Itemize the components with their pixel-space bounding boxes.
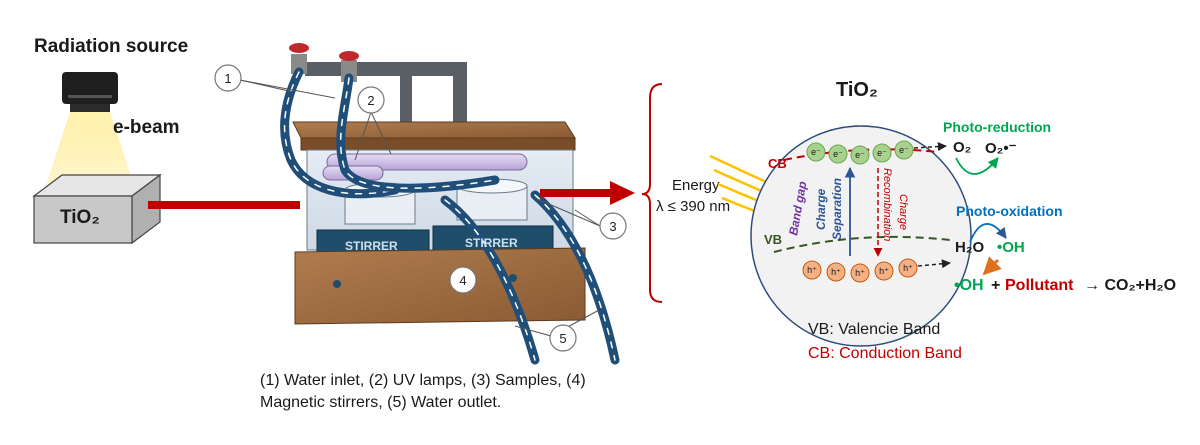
recombination-label-2: Recombination (881, 168, 893, 241)
electron-transfer-arrow (913, 142, 947, 151)
mechanism-title: TiO₂ (836, 79, 878, 101)
water-hoses (280, 67, 620, 365)
stirrer-label: STIRRER (465, 236, 518, 250)
equation-pollutant: Pollutant (1005, 277, 1074, 294)
stirrer-label: STIRRER (345, 239, 398, 253)
callout-circles (214, 64, 627, 352)
radiation-source-title: Radiation source (34, 36, 189, 57)
hole-transfer-arrow (917, 259, 951, 269)
electron-label: e⁻ (899, 145, 909, 155)
output-arrow (540, 181, 635, 205)
hole-label: h⁺ (855, 268, 865, 278)
photoreactor-drawing: 1 2 3 4 5 STIRRER STIRRER (214, 43, 635, 365)
valve-icon (289, 43, 359, 82)
electron-label: e⁻ (833, 149, 843, 159)
reactor-caption-line-2: Magnetic stirrers, (5) Water outlet. (260, 394, 502, 411)
wavelength-label: λ ≤ 390 nm (656, 198, 731, 215)
reactor-caption-line-1: (1) Water inlet, (2) UV lamps, (3) Sampl… (260, 372, 586, 389)
legend-cb: CB: Conduction Band (808, 345, 962, 362)
reactor-lid (292, 121, 576, 151)
o2-label: O₂ (953, 139, 972, 156)
energy-label: Energy (672, 177, 720, 194)
mechanism-diagram: e⁻ e⁻ e⁻ e⁻ e⁻ h⁺ h⁺ h⁺ h⁺ h⁺ CB VB Band… (709, 125, 1007, 347)
electron-label: e⁻ (877, 148, 887, 158)
reduction-curve-arrow (955, 157, 999, 175)
holes (802, 258, 918, 283)
electron-label: e⁻ (811, 147, 821, 157)
electron-label: e⁻ (855, 150, 865, 160)
lamp-icon (62, 72, 118, 112)
photo-reduction-label: Photo-reduction (943, 119, 1052, 135)
equation-products: → CO₂+H₂O (1084, 277, 1177, 294)
callout-4: 4 (459, 273, 466, 288)
hole-label: h⁺ (807, 265, 817, 275)
callout-5: 5 (559, 331, 566, 346)
tio2-box-label: TiO₂ (60, 207, 100, 228)
electrons (806, 140, 914, 165)
hole-label: h⁺ (831, 267, 841, 277)
tio2-particle (750, 125, 972, 347)
bracket (641, 83, 663, 303)
callout-2: 2 (367, 93, 374, 108)
e-beam-label: e-beam (113, 117, 180, 138)
h2o-label: H₂O (955, 239, 985, 256)
equation-plus: + (991, 277, 1001, 294)
charge-separation-label-2: Separation (830, 178, 844, 240)
hole-label: h⁺ (903, 263, 913, 273)
callout-3: 3 (609, 219, 616, 234)
equation-oh: •OH (954, 277, 984, 294)
oxidation-curve-arrow (969, 223, 1007, 243)
callout-1: 1 (224, 71, 231, 86)
tio2-box (32, 173, 162, 245)
callout-leaders (239, 79, 601, 337)
charge-separation-label-1: Charge (814, 188, 828, 230)
reactor-base (294, 247, 586, 325)
oh-radical-label: •OH (997, 239, 1025, 256)
oh-to-equation-arrow (982, 256, 1002, 276)
input-arrow (148, 201, 300, 209)
o2-radical-label: O₂•⁻ (985, 140, 1017, 157)
radiation-source-drawing (32, 72, 300, 245)
photo-oxidation-label: Photo-oxidation (956, 203, 1063, 219)
e-beam-cone (45, 112, 135, 188)
legend-vb: VB: Valencie Band (808, 321, 941, 338)
conduction-band-line (783, 148, 939, 161)
vb-label: VB (764, 232, 782, 247)
hole-label: h⁺ (879, 266, 889, 276)
recombination-label-1: Charge (897, 194, 909, 230)
cb-label: CB (768, 156, 787, 171)
